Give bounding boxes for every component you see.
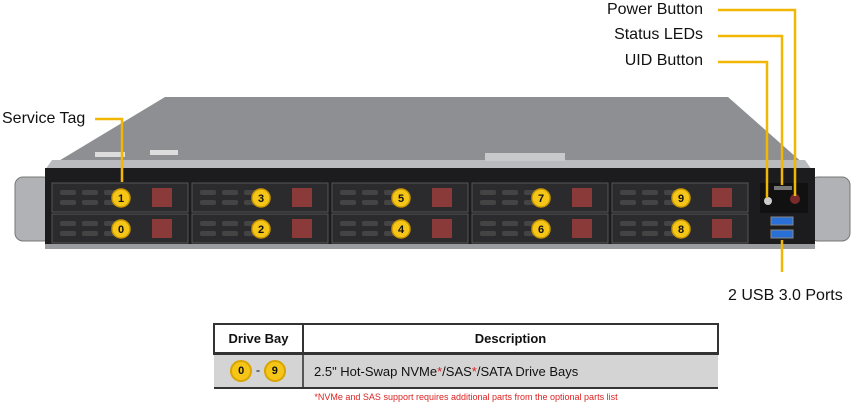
vent-slot bbox=[82, 200, 98, 205]
footnote: *NVMe and SAS support requires additiona… bbox=[314, 392, 618, 402]
vent-slot bbox=[642, 200, 658, 205]
description-cell: 2.5" Hot-Swap NVMe*/SAS*/SATA Drive Bays bbox=[303, 353, 718, 389]
vent-slot bbox=[222, 190, 238, 195]
footnote-mark: * bbox=[437, 363, 443, 379]
vent-slot bbox=[340, 200, 356, 205]
drive-latch-icon[interactable] bbox=[432, 219, 452, 238]
footnote-mark: * bbox=[471, 363, 477, 379]
vent-slot bbox=[362, 221, 378, 226]
drive-latch-icon[interactable] bbox=[712, 188, 732, 207]
bay-number-badge bbox=[531, 188, 551, 208]
drive-latch-icon[interactable] bbox=[292, 188, 312, 207]
power-button-icon bbox=[790, 194, 800, 204]
vent-slot bbox=[642, 221, 658, 226]
drive-bay-cell: 0 - 9 bbox=[214, 353, 304, 389]
status-leds-label: Status LEDs bbox=[614, 26, 703, 43]
right-rack-ear bbox=[809, 176, 851, 242]
vent-slot bbox=[200, 200, 216, 205]
vent-slot bbox=[642, 231, 658, 236]
vent-slot bbox=[480, 190, 496, 195]
power-button-label: Power Button bbox=[606, 1, 703, 18]
vent-slot bbox=[60, 200, 76, 205]
header-description: Description bbox=[302, 323, 719, 355]
vent-slot bbox=[502, 190, 518, 195]
vent-slot bbox=[60, 231, 76, 236]
vent-slot bbox=[200, 231, 216, 236]
vent-slot bbox=[82, 190, 98, 195]
bay-number-badge bbox=[671, 188, 691, 208]
vent-slot bbox=[60, 190, 76, 195]
uid-button-icon bbox=[764, 197, 772, 205]
vent-slot bbox=[82, 221, 98, 226]
uid-button-label: UID Button bbox=[624, 52, 703, 69]
bay-number-badge bbox=[251, 219, 271, 239]
vent-slot bbox=[82, 231, 98, 236]
vent-slot bbox=[362, 190, 378, 195]
bay-number: 7 bbox=[538, 193, 544, 205]
vent-slot bbox=[340, 221, 356, 226]
bay-badge: 0 bbox=[230, 360, 253, 382]
bay-number: 8 bbox=[678, 224, 684, 236]
bay-number-badge bbox=[531, 219, 551, 239]
drive-latch-icon[interactable] bbox=[152, 219, 172, 238]
bay-number: 1 bbox=[118, 193, 124, 205]
desc-text: 2.5" Hot-Swap NVMe bbox=[314, 363, 438, 379]
vent-slot bbox=[480, 200, 496, 205]
bay-number: 2 bbox=[258, 224, 264, 236]
vent-slot bbox=[620, 200, 636, 205]
vent-slot bbox=[502, 221, 518, 226]
bay-range-sep: - bbox=[255, 362, 261, 378]
vent-slot bbox=[480, 231, 496, 236]
drive-latch-icon[interactable] bbox=[292, 219, 312, 238]
vent-slot bbox=[222, 231, 238, 236]
vent-slot bbox=[200, 190, 216, 195]
vent-slot bbox=[620, 231, 636, 236]
table-row: 0 - 9 2.5" Hot-Swap NVMe*/SAS*/SATA Driv… bbox=[214, 353, 718, 389]
drive-latch-icon[interactable] bbox=[432, 188, 452, 207]
vent-slot bbox=[620, 190, 636, 195]
vent-slot bbox=[502, 200, 518, 205]
usb-port-icon bbox=[770, 216, 794, 226]
vent-slot bbox=[340, 190, 356, 195]
drive-latch-icon[interactable] bbox=[152, 188, 172, 207]
bay-number-badge bbox=[111, 188, 131, 208]
bay-number: 0 bbox=[118, 224, 124, 236]
status-leds-icon bbox=[774, 186, 792, 190]
bay-number-badge bbox=[251, 188, 271, 208]
usb-ports-label: 2 USB 3.0 Ports bbox=[728, 287, 843, 304]
vent-slot bbox=[502, 231, 518, 236]
service-tag-label: Service Tag bbox=[2, 110, 86, 127]
vent-slot bbox=[60, 221, 76, 226]
drive-latch-icon[interactable] bbox=[712, 219, 732, 238]
vent-slot bbox=[642, 190, 658, 195]
bay-number-badge bbox=[111, 219, 131, 239]
bay-number: 4 bbox=[398, 224, 405, 236]
desc-text: /SAS bbox=[442, 363, 472, 379]
bay-badge: 9 bbox=[263, 360, 286, 382]
vent-slot bbox=[340, 231, 356, 236]
bay-number: 5 bbox=[398, 193, 404, 205]
vent-slot bbox=[200, 221, 216, 226]
bay-number-badge bbox=[391, 188, 411, 208]
bay-number: 9 bbox=[678, 193, 684, 205]
bay-number-badge bbox=[671, 219, 691, 239]
drive-latch-icon[interactable] bbox=[572, 188, 592, 207]
vent-slot bbox=[222, 221, 238, 226]
drive-bay-table: Drive Bay Description 0 - 9 2.5" Hot-Swa… bbox=[213, 323, 719, 389]
vent-slot bbox=[620, 221, 636, 226]
vent-slot bbox=[362, 200, 378, 205]
drive-latch-icon[interactable] bbox=[572, 219, 592, 238]
header-drive-bay: Drive Bay bbox=[213, 323, 304, 355]
bay-number-badge bbox=[391, 219, 411, 239]
bay-number: 6 bbox=[538, 224, 544, 236]
bay-number: 3 bbox=[258, 193, 264, 205]
usb-port-icon bbox=[770, 229, 794, 239]
vent-slot bbox=[222, 200, 238, 205]
vent-slot bbox=[362, 231, 378, 236]
desc-text: /SATA Drive Bays bbox=[476, 363, 579, 379]
vent-slot bbox=[480, 221, 496, 226]
chassis-top bbox=[52, 97, 805, 165]
